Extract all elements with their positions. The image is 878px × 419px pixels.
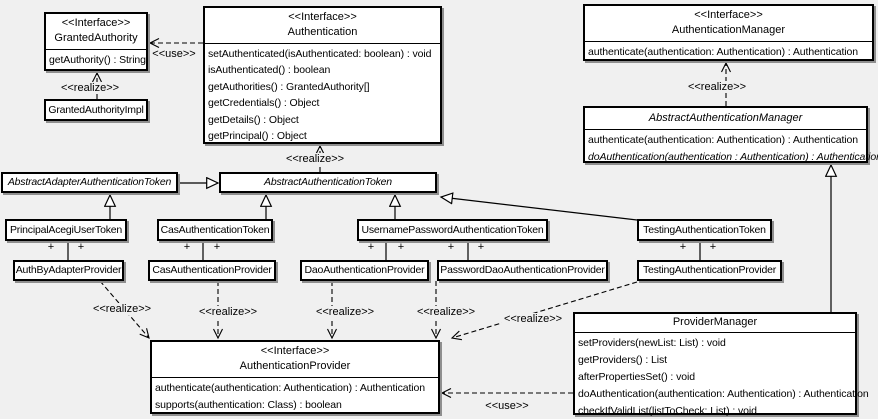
association-plus: + <box>367 241 375 253</box>
realize-label: <<realize>> <box>685 81 749 93</box>
class-auth-by-adapter-provider: AuthByAdapterProvider <box>13 260 124 281</box>
class-name: AuthenticationManager <box>671 24 786 36</box>
association-plus: + <box>77 241 85 253</box>
realize-label: <<realize>> <box>196 306 260 318</box>
method: setAuthenticated(isAuthenticated: boolea… <box>208 48 432 60</box>
class-name: GrantedAuthority <box>54 32 138 44</box>
class-abstract-adapter-authentication-token: AbstractAdapterAuthenticationToken <box>1 172 178 193</box>
realize-label: <<realize>> <box>414 306 478 318</box>
class-abstract-authentication-manager: AbstractAuthenticationManager authentica… <box>583 106 878 163</box>
edge-testing-token-to-abstract-token <box>441 197 638 221</box>
method: supports(authentication: Class) : boolea… <box>155 399 342 411</box>
realize-label: <<realize>> <box>313 306 377 318</box>
method: getAuthorities() : GrantedAuthority[] <box>208 80 370 93</box>
class-name: CasAuthenticationProvider <box>152 264 272 276</box>
method: authenticate(authentication: Authenticat… <box>155 382 426 394</box>
class-granted-authority: <<Interface>> GrantedAuthority getAuthor… <box>44 12 148 71</box>
class-name: PrincipalAcegiUserToken <box>9 223 123 236</box>
class-name: AuthByAdapterProvider <box>15 264 122 276</box>
class-name: AbstractAuthenticationToken <box>264 176 392 188</box>
class-authentication-manager: <<Interface>> AuthenticationManager auth… <box>583 4 874 61</box>
class-name: CasAuthenticationToken <box>160 223 270 236</box>
class-name: Authentication <box>287 26 358 38</box>
class-name: TestingAuthenticationProvider <box>642 264 777 276</box>
association-plus: + <box>183 241 191 253</box>
class-authentication: <<Interface>> Authentication setAuthenti… <box>203 6 442 144</box>
edge-testing-provider-realize <box>450 281 638 341</box>
class-cas-authentication-token: CasAuthenticationToken <box>157 219 273 241</box>
use-label: <<use>> <box>150 48 198 60</box>
method: doAuthentication(authentication: Authent… <box>578 388 869 400</box>
class-name: GrantedAuthorityImpl <box>48 103 144 116</box>
class-principal-acegi-user-token: PrincipalAcegiUserToken <box>5 219 127 241</box>
realize-label: <<realize>> <box>58 82 122 94</box>
stereotype-interface: <<Interface>> <box>61 17 131 29</box>
class-password-dao-authentication-provider: PasswordDaoAuthenticationProvider <box>437 260 608 281</box>
method: authenticate(authentication: Authenticat… <box>588 46 859 58</box>
class-name: AbstractAuthenticationManager <box>648 112 803 124</box>
class-username-password-authentication-token: UsernamePasswordAuthenticationToken <box>357 219 548 241</box>
class-name: ProviderManager <box>672 316 758 328</box>
class-name: TestingAuthenticationToken <box>643 223 766 236</box>
realize-label: <<realize>> <box>90 303 154 315</box>
method: getProviders() : List <box>578 354 667 366</box>
method: getAuthority() : String <box>49 54 146 66</box>
method-abstract: doAuthentication(authentication : Authen… <box>588 151 878 163</box>
method: authenticate(authentication: Authenticat… <box>588 134 859 146</box>
class-authentication-provider: <<Interface>> AuthenticationProvider aut… <box>150 340 440 414</box>
stereotype-interface: <<Interface>> <box>288 11 357 23</box>
association-plus: + <box>477 241 485 253</box>
class-testing-authentication-provider: TestingAuthenticationProvider <box>637 260 782 281</box>
realize-label: <<realize>> <box>283 153 347 165</box>
method: getPrincipal() : Object <box>208 130 307 143</box>
edge-authby-provider-realize <box>99 280 150 339</box>
method: checkIfValidList(listToCheck: List) : vo… <box>578 405 757 417</box>
class-provider-manager: ProviderManager setProviders(newList: Li… <box>573 312 869 417</box>
method: getDetails() : Object <box>208 113 299 126</box>
stereotype-interface: <<Interface>> <box>694 9 763 21</box>
class-name: AuthenticationProvider <box>239 360 351 372</box>
method: isAuthenticated() : boolean <box>208 64 331 77</box>
class-name: AbstractAdapterAuthenticationToken <box>7 176 172 188</box>
association-plus: + <box>213 241 221 253</box>
class-granted-authority-impl: GrantedAuthorityImpl <box>44 99 148 121</box>
class-cas-authentication-provider: CasAuthenticationProvider <box>148 260 276 281</box>
method: afterPropertiesSet() : void <box>578 371 695 383</box>
class-dao-authentication-provider: DaoAuthenticationProvider <box>300 260 429 281</box>
method: setProviders(newList: List) : void <box>578 337 726 349</box>
class-abstract-authentication-token: AbstractAuthenticationToken <box>219 172 437 193</box>
realize-label: <<realize>> <box>501 313 565 325</box>
association-plus: + <box>709 241 717 253</box>
method: getCredentials() : Object <box>208 97 320 110</box>
association-plus: + <box>679 241 687 253</box>
association-plus: + <box>47 241 55 253</box>
association-plus: + <box>447 241 455 253</box>
class-name: PasswordDaoAuthenticationProvider <box>440 264 605 276</box>
use-label: <<use>> <box>483 400 531 412</box>
stereotype-interface: <<Interface>> <box>260 345 330 357</box>
association-plus: + <box>397 241 405 253</box>
class-testing-authentication-token: TestingAuthenticationToken <box>637 219 772 241</box>
class-name: UsernamePasswordAuthenticationToken <box>361 223 544 236</box>
class-name: DaoAuthenticationProvider <box>304 264 425 276</box>
